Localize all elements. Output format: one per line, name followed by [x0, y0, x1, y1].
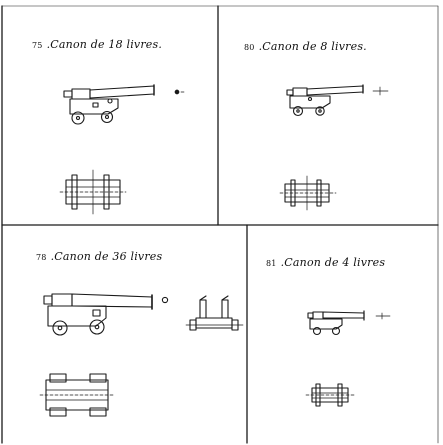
panel-frames [1, 5, 439, 444]
plate-caption-8-livres: 80.Canon de 8 livres. [244, 40, 367, 53]
cannon-8-side-view [286, 84, 389, 117]
plate-title: .Canon de 4 livres [280, 256, 386, 269]
plate-number: 78 [36, 253, 47, 262]
plate-title: .Canon de 36 livres [50, 250, 163, 263]
plate-caption-36-livres: 78.Canon de 36 livres [36, 250, 162, 263]
cannon-36-top-view [39, 373, 115, 417]
plate-caption-4-livres: 81.Canon de 4 livres [266, 256, 385, 269]
cannon-8-top-view [279, 175, 337, 211]
cannon-4-side-view [307, 310, 391, 336]
plate-number: 80 [244, 43, 255, 52]
plate-number: 81 [266, 259, 277, 268]
plate-title: .Canon de 18 livres. [46, 38, 163, 51]
cannon-36-front-view [185, 295, 244, 331]
cannon-18-top-view [59, 169, 127, 215]
plate-caption-18-livres: 75.Canon de 18 livres. [32, 38, 162, 51]
plate-title: .Canon de 8 livres. [258, 40, 367, 53]
plate-number: 75 [32, 41, 43, 50]
cannon-4-top-view [305, 383, 357, 407]
cannon-18-side-view [63, 84, 185, 125]
cannon-36-side-view [43, 293, 169, 336]
